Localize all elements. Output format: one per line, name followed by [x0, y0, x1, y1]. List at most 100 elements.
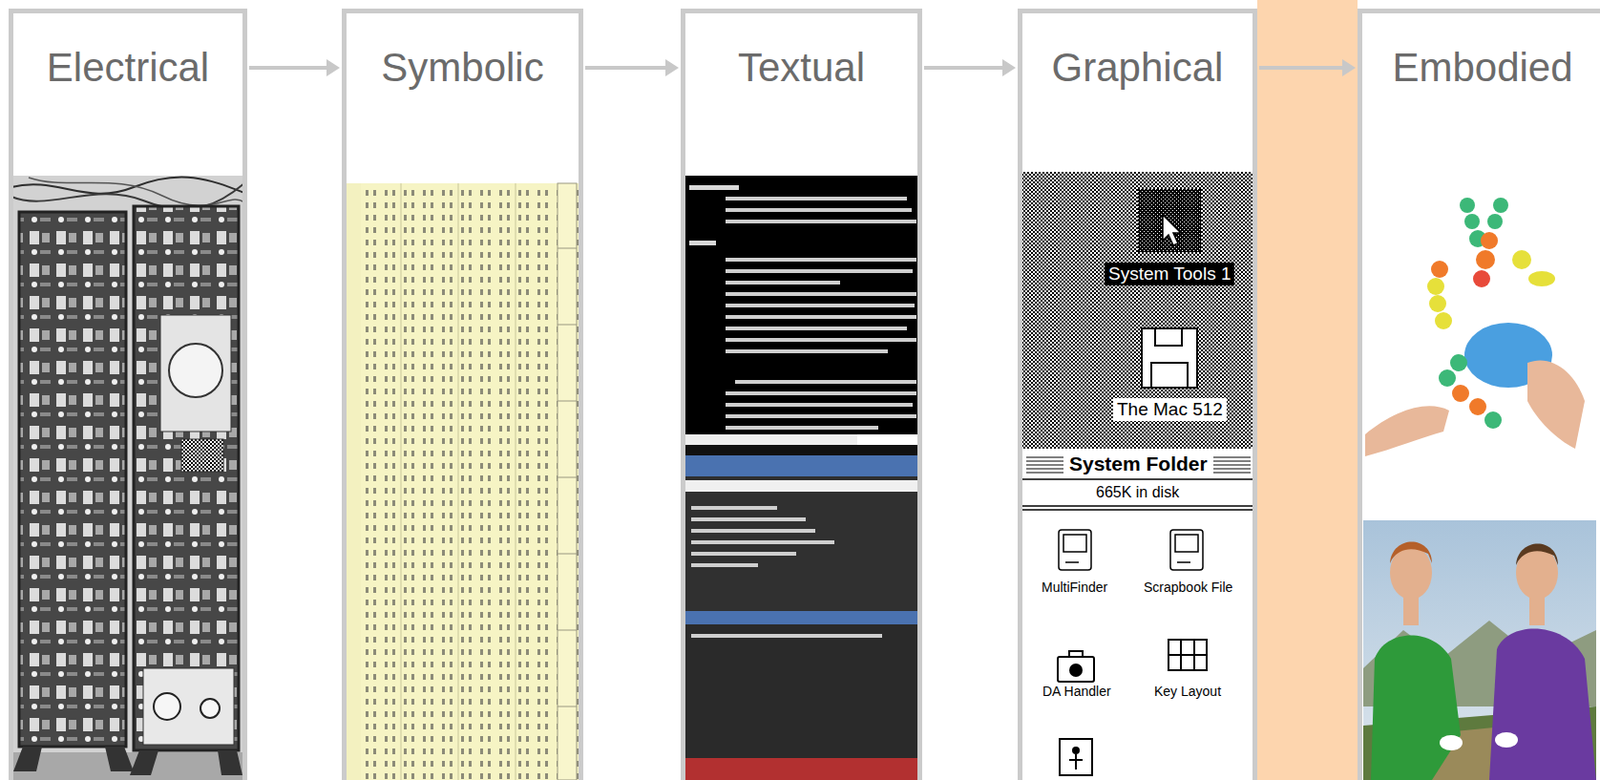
- computer-racks-photo-part: [13, 746, 43, 772]
- terminal-screenshot-part: [691, 528, 816, 533]
- terminal-screenshot-part: [725, 303, 915, 308]
- terminal-screenshot-part: [725, 257, 917, 262]
- robot-toy-photo-part: [1452, 384, 1470, 402]
- stage-box: Textual: [680, 8, 923, 780]
- avatars-scene-part: [1389, 542, 1432, 565]
- computer-racks-photo-part: [153, 693, 181, 720]
- stage-box: Symbolic: [341, 8, 584, 780]
- avatars-scene-part: [1494, 732, 1518, 748]
- punched-card-part: [557, 553, 577, 555]
- icon-label: DA Handler: [1041, 683, 1113, 699]
- mac-desktop-screenshot-part: [1170, 529, 1203, 570]
- mac-desktop-screenshot-part: [1063, 534, 1087, 552]
- icon-label: The Mac 512: [1113, 398, 1227, 422]
- avatars-scene-part: [1439, 735, 1463, 751]
- robot-toy-photo-part: [1469, 398, 1487, 416]
- icon-label: System Tools 1: [1104, 262, 1235, 286]
- terminal-screenshot-part: [725, 402, 913, 407]
- mac-desktop-screenshot-part: [1168, 639, 1207, 671]
- mac-desktop-screenshot-part: [1155, 328, 1182, 346]
- computer-racks-photo-part: [217, 750, 243, 776]
- robot-toy-photo-part: [1528, 271, 1556, 287]
- icon-label: MultiFinder: [1040, 579, 1109, 595]
- computer-racks-photo-part: [168, 343, 223, 398]
- mac-desktop-screenshot-part: [1072, 746, 1080, 755]
- icon-label: 665K in disk: [1094, 484, 1181, 502]
- computer-racks-photo-part: [19, 211, 127, 747]
- mac-desktop-screenshot-part: [1059, 738, 1093, 776]
- robot-toy-photo-part: [1429, 294, 1447, 313]
- terminal-screenshot-part: [691, 551, 797, 556]
- punched-card-part: [458, 183, 460, 780]
- terminal-screenshot-part: [685, 476, 919, 481]
- robot-toy-photo-part: [1438, 369, 1456, 387]
- computer-racks-photo: [11, 175, 245, 780]
- robot-toy-photo-part: [1365, 405, 1450, 457]
- mac-desktop-screenshot-part: [1069, 754, 1083, 770]
- punched-card-part: [557, 324, 577, 326]
- mac-desktop-screenshot-part: [1022, 171, 1254, 449]
- avatars-scene-part: [1489, 629, 1597, 780]
- robot-toy-photo-part: [1459, 197, 1475, 213]
- terminal-screenshot-part: [725, 208, 912, 212]
- terminal-screenshot-part: [725, 280, 841, 285]
- robot-toy-photo-part: [1427, 277, 1445, 295]
- terminal-screenshot-part: [691, 517, 806, 522]
- arrow-head: [665, 59, 679, 77]
- punched-card: [345, 183, 580, 780]
- terminal-screenshot-part: [685, 491, 919, 611]
- flow-arrow: [1259, 59, 1356, 77]
- mac-desktop-screenshot-part: [1141, 328, 1198, 388]
- stage-box: Embodied: [1357, 8, 1600, 780]
- mac-desktop-screenshot-part: [1069, 663, 1083, 677]
- mac-desktop-screenshot: [1022, 171, 1254, 780]
- punched-card-part: [557, 477, 577, 479]
- mac-desktop-screenshot-part: [1137, 189, 1201, 253]
- terminal-screenshot-part: [685, 175, 919, 435]
- mac-desktop-screenshot-part: [1065, 561, 1079, 564]
- computer-racks-photo-part: [129, 750, 159, 776]
- terminal-screenshot-part: [691, 505, 778, 510]
- punched-card-part: [557, 630, 577, 632]
- avatars-scene-part: [1403, 596, 1419, 626]
- computer-racks-photo-part: [160, 315, 232, 432]
- stage-title: Graphical: [1052, 44, 1224, 91]
- computer-racks-photo-part: [133, 206, 239, 751]
- avatars-scene-part: [1515, 544, 1558, 567]
- terminal-screenshot-part: [725, 337, 917, 342]
- terminal-screenshot-part: [725, 315, 917, 319]
- punched-card-part: [400, 183, 402, 780]
- icon-label: Scrapbook File: [1142, 579, 1234, 595]
- flow-arrow: [249, 59, 340, 77]
- mac-desktop-screenshot-part: [1162, 214, 1181, 246]
- avatars-scene-part: [1363, 520, 1597, 780]
- robot-toy-photo-part: [1450, 354, 1468, 372]
- terminal-screenshot-part: [685, 434, 858, 445]
- mac-desktop-screenshot-part: [1175, 534, 1199, 552]
- icon-label: System Folder: [1063, 452, 1214, 476]
- stage-box: Graphical: [1017, 8, 1258, 780]
- robot-toy-photo-part: [1473, 270, 1491, 288]
- terminal-screenshot-part: [691, 540, 835, 545]
- mac-desktop-screenshot-part: [1058, 529, 1092, 570]
- mac-desktop-screenshot-part: [1022, 505, 1254, 507]
- stage-title: Symbolic: [380, 44, 544, 91]
- robot-toy-photo-part: [1475, 250, 1495, 270]
- punched-card-part: [557, 706, 577, 708]
- arrow-head: [326, 59, 340, 77]
- avatars-scene-part: [1370, 635, 1461, 780]
- terminal-screenshot-part: [725, 349, 888, 354]
- robot-toy-photo-part: [1493, 197, 1509, 213]
- terminal-screenshot-part: [691, 633, 883, 638]
- stage-title: Electrical: [46, 44, 210, 91]
- terminal-screenshot-part: [725, 269, 913, 274]
- punched-card-part: [557, 183, 577, 780]
- stage-title: Textual: [737, 44, 865, 91]
- arrow-head: [1002, 59, 1016, 77]
- mac-desktop-screenshot-part: [1022, 508, 1254, 511]
- avatars-scene-part: [1529, 596, 1545, 626]
- terminal-screenshot-part: [685, 757, 919, 780]
- mac-desktop-screenshot-part: [1151, 362, 1188, 388]
- computer-racks-photo-part: [11, 175, 245, 780]
